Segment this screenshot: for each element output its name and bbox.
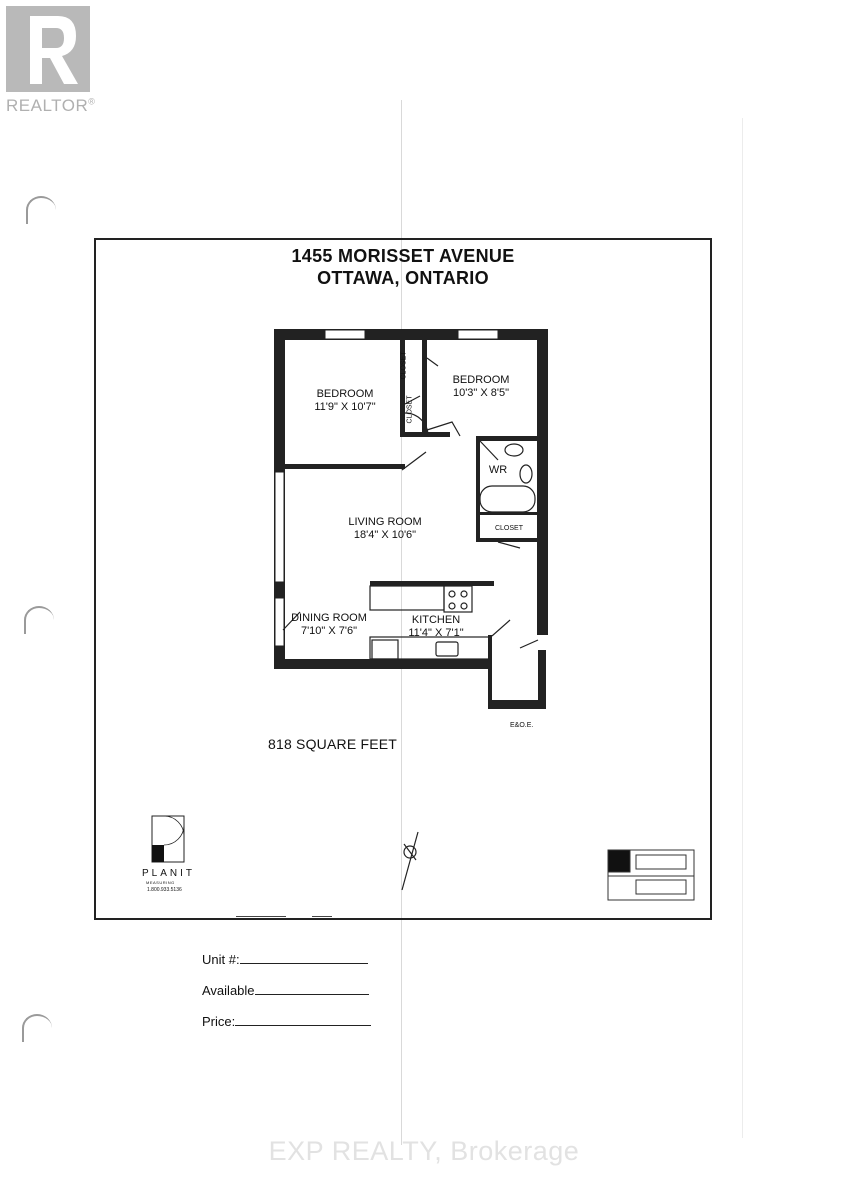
available-label: Available <box>202 983 255 998</box>
kitchen-label: KITCHEN 11'4" X 7'1" <box>408 614 464 639</box>
dining-room-label: DINING ROOM 7'10" X 7'6" <box>291 612 367 637</box>
floor-plan-frame <box>94 238 712 920</box>
planit-name: PLANIT <box>142 868 196 879</box>
planit-phone: 1.800.933.5136 <box>147 887 182 893</box>
square-footage: 818 SQUARE FEET <box>268 736 398 752</box>
punch-hole-top <box>26 196 56 224</box>
fold-line <box>401 100 402 1145</box>
unit-blank-line <box>239 951 368 964</box>
closet-1-label: CLOSET <box>400 351 408 380</box>
unit-field: Unit #: <box>202 951 368 967</box>
unit-label: Unit #: <box>202 952 240 967</box>
key-plan <box>607 849 695 901</box>
price-blank-line <box>235 1013 372 1026</box>
scan-mark <box>236 916 286 917</box>
planit-tagline: MEASURING <box>146 880 175 885</box>
available-blank-line <box>254 982 369 995</box>
bedroom-1-label: BEDROOM 11'9" X 10'7" <box>314 388 376 413</box>
price-label: Price: <box>202 1014 236 1029</box>
eoe-note: E&O.E. <box>510 722 534 729</box>
available-field: Available <box>202 982 369 998</box>
price-field: Price: <box>202 1013 372 1029</box>
living-room-label: LIVING ROOM 18'4" X 10'6" <box>348 516 422 541</box>
realtor-r-mark <box>6 6 90 92</box>
scan-mark <box>312 916 332 917</box>
plan-title-city: OTTAWA, ONTARIO <box>317 268 489 288</box>
planit-logo-icon <box>151 815 185 863</box>
realtor-wordmark: REALTOR® <box>6 96 96 115</box>
punch-hole-middle <box>24 606 54 634</box>
washroom-label: WR <box>488 464 508 476</box>
punch-hole-bottom <box>22 1014 52 1042</box>
bedroom-2-label: BEDROOM 10'3" X 8'5" <box>452 374 510 399</box>
compass-icon <box>401 831 419 891</box>
closet-3-label: CLOSET <box>494 525 523 532</box>
plan-title-address: 1455 MORISSET AVENUE <box>291 246 515 266</box>
brokerage-watermark: EXP REALTY, Brokerage <box>268 1136 580 1166</box>
realtor-logo: REALTOR® <box>6 6 96 118</box>
page-edge <box>742 118 743 1138</box>
closet-2-label: CLOSET <box>406 395 414 424</box>
